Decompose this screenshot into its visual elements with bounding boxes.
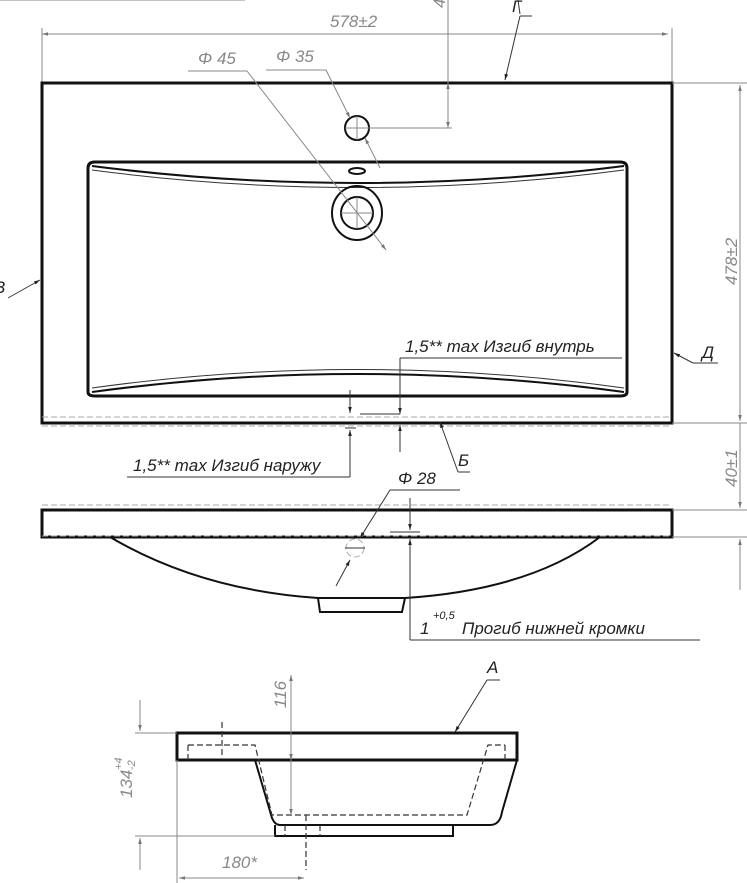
section-slab: [175, 731, 519, 762]
height-tol-upper: +4: [113, 757, 125, 770]
drain-offset-dimension: 180*: [222, 853, 258, 872]
overflow-diameter-label: Φ 28: [398, 469, 436, 488]
section-drain: [274, 825, 454, 837]
width-dimension: 578±2: [330, 12, 378, 31]
overflow-hole: [348, 167, 366, 175]
label-g: Г: [512, 0, 523, 16]
label-v: В: [0, 278, 5, 297]
label-d: Д: [700, 343, 714, 362]
countertop-slab: [40, 508, 674, 539]
sink-outline: [40, 81, 674, 425]
thickness-dimension: 40±1: [722, 449, 741, 487]
drain-ring: [331, 185, 383, 241]
faucet-diameter-label: Φ 35: [276, 47, 314, 66]
sag-value: 1: [420, 619, 429, 638]
label-a: A: [486, 658, 498, 677]
depth-dimension: 478±2: [722, 237, 741, 285]
section-view: 116 134 +4 -2 180* A: [113, 658, 519, 883]
depth-116-dimension: 116: [271, 680, 290, 708]
bend-inward-label: 1,5** max Изгиб внутрь: [405, 337, 595, 356]
front-view: 40±1 Φ 28 1 +0,5 Прогиб нижней кромки: [40, 423, 747, 641]
bowl-outline: [86, 160, 629, 398]
label-b: Б: [458, 451, 469, 470]
sag-tolerance: +0,5: [433, 610, 456, 622]
section-basin: [254, 759, 518, 826]
drain-stub: [317, 597, 406, 613]
top-view: 578±2 Φ 45 Φ 35 45 Г В: [0, 0, 747, 478]
bend-outward-label: 1,5** max Изгиб наружу: [133, 456, 322, 475]
sag-label: Прогиб нижней кромки: [462, 619, 645, 638]
faucet-offset-partial: 45: [430, 0, 449, 8]
basin-profile: [109, 536, 601, 599]
height-tol-lower: -2: [126, 760, 138, 770]
drain-diameter-label: Φ 45: [198, 49, 236, 68]
height-134-dimension: 134: [117, 770, 136, 798]
